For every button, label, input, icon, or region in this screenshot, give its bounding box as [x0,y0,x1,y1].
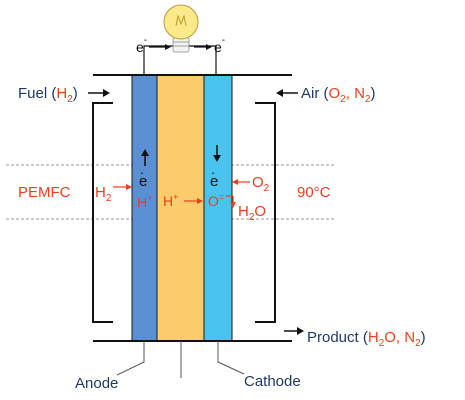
arrow-head [165,44,171,50]
circuit-electron-left: e- [136,35,147,55]
h2-reactant: H2 [95,184,112,204]
cathode-label: Cathode [244,373,301,390]
arrow-head [213,155,221,162]
o2-reactant: O2 [252,174,270,194]
cathode-electron: e- [210,168,218,190]
anode-proton: H+ [137,193,152,210]
anode-label: Anode [75,375,118,392]
h2o-product: H2O [238,203,266,223]
light-bulb-icon [163,4,199,53]
anode-leader-line [116,341,145,376]
arrow-head [232,179,238,185]
arrow-head [141,149,149,156]
fuel-label: Fuel (H2) [18,85,78,105]
arrow-head [197,198,203,204]
cathode-leader-line [217,341,245,375]
arrow-head [297,327,304,335]
arrow-head [206,44,212,50]
anode-electron: e- [139,168,147,190]
pemfc-label: PEMFC [18,184,71,201]
product-label: Product (H2O, N2) [307,329,426,349]
circuit-electron-right: e- [214,35,225,55]
oxide-ion: O= [208,192,224,209]
temperature-label: 90°C [297,184,331,201]
anode-layer [131,74,158,342]
arrow-head [276,89,283,97]
electrolyte-membrane [156,74,205,342]
air-channel [255,102,276,323]
air-label: Air (O2, N2) [301,85,375,105]
arrow-head [230,202,236,208]
membrane-proton: H+ [163,192,178,209]
arrow-head [103,89,110,97]
fuel-channel [92,102,113,323]
arrow-head [126,184,132,190]
